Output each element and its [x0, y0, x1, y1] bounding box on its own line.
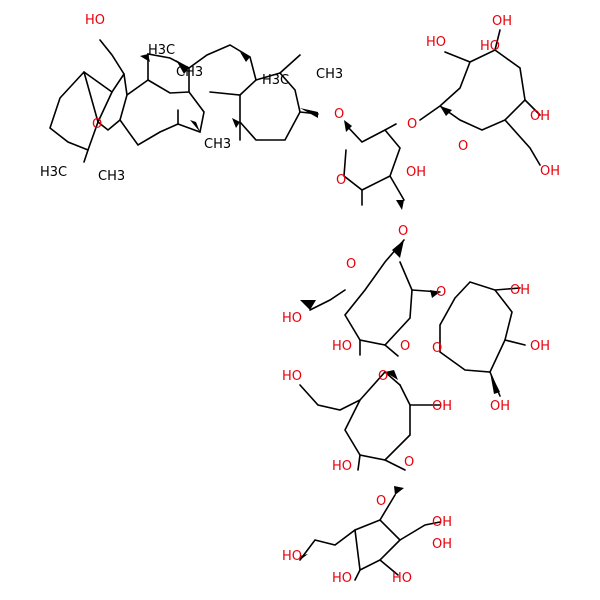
hydroxyl-label: HO: [282, 549, 302, 564]
ring-oxygen-label: O: [346, 257, 356, 272]
hydroxyl-label: OH: [490, 399, 510, 414]
hydroxyl-label: OH: [510, 283, 530, 298]
ring-oxygen-label: O: [432, 341, 442, 356]
hydroxyl-label: OH: [530, 339, 550, 354]
hydroxyl-label: HO: [426, 35, 446, 50]
methyl-label: H3C: [262, 73, 289, 88]
ring-oxygen-label: O: [378, 369, 388, 384]
glycosidic-oxygen-label: O: [407, 117, 417, 132]
hydroxyl-label: HO: [282, 311, 302, 326]
hydroxyl-label: OH: [406, 165, 426, 180]
hydroxyl-label: OH: [530, 109, 550, 124]
glycosidic-oxygen-label: O: [436, 285, 446, 300]
hydroxyl-label: HO: [392, 571, 412, 586]
methyl-label: H3C: [40, 165, 67, 180]
hydroxyl-label: OH: [492, 14, 512, 29]
bridge-oxygen-label: O: [92, 117, 102, 132]
ring-oxygen-label: O: [376, 494, 386, 509]
glycosidic-oxygen-label: O: [334, 107, 344, 122]
hydroxyl-label: OH: [432, 399, 452, 414]
hydroxyl-label: HO: [480, 39, 500, 54]
wedge-bonds: [140, 52, 500, 560]
methyl-label: H3C: [148, 43, 175, 58]
methyl-label: CH3: [204, 137, 231, 152]
atom-labels: HO H3C CH3 H3C CH3 O H3C CH3 CH3 O O OH …: [40, 13, 560, 586]
methyl-label: CH3: [316, 67, 343, 82]
ring-oxygen-label: O: [336, 173, 346, 188]
hydroxyl-label: OH: [432, 515, 452, 530]
hydroxyl-label: HO: [282, 369, 302, 384]
glycosidic-oxygen-label: O: [398, 224, 408, 239]
ring-oxygen-label: O: [458, 139, 468, 154]
hydroxyl-label: OH: [540, 164, 560, 179]
methyl-label: CH3: [98, 169, 125, 184]
glycosidic-oxygen-label: O: [400, 339, 410, 354]
hydroxyl-label: HO: [332, 571, 352, 586]
hydroxyl-label: HO: [85, 13, 105, 28]
hydroxyl-label: OH: [432, 537, 452, 552]
hydroxyl-label: HO: [332, 459, 352, 474]
hydroxyl-label: HO: [332, 339, 352, 354]
methyl-label: CH3: [176, 65, 203, 80]
bond-lines: [49, 29, 541, 581]
glycosidic-oxygen-label: O: [404, 455, 414, 470]
